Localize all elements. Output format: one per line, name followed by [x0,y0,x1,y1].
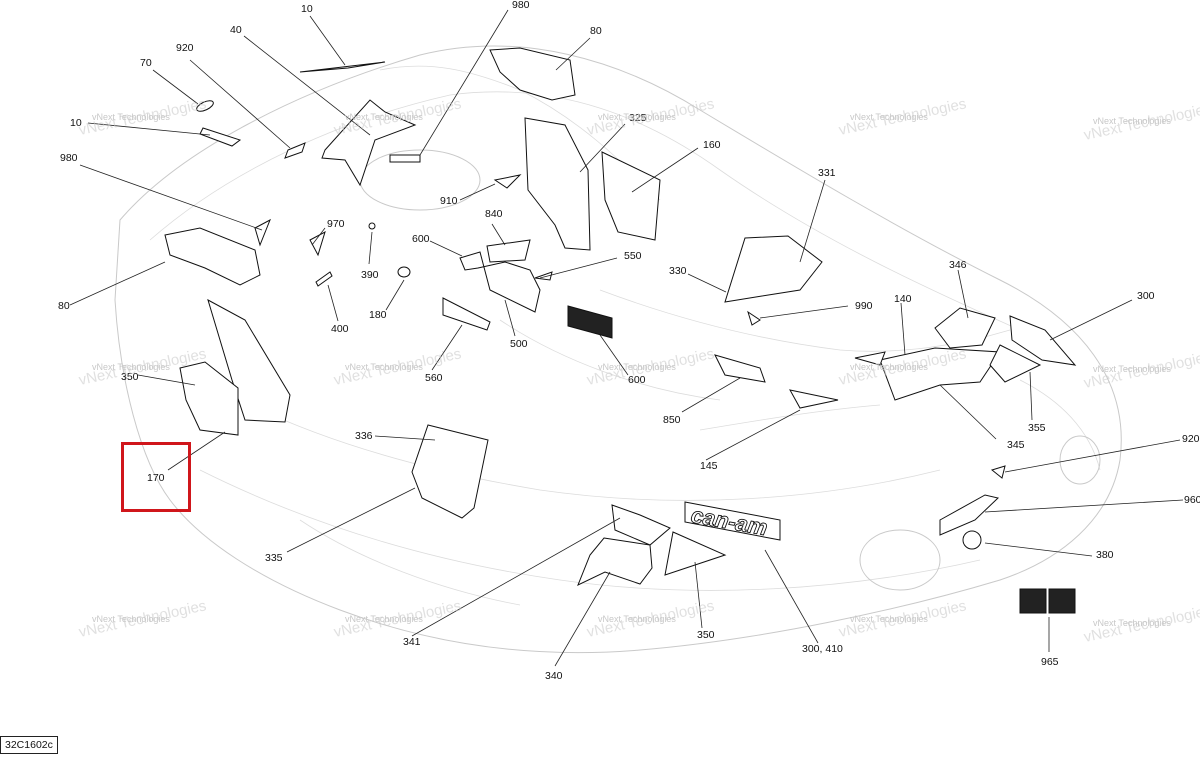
callout-180: 180 [369,309,387,321]
svg-text:vNext Technologies: vNext Technologies [1093,618,1171,628]
callout-labels: 10 980 80 920 40 70 10 325 160 980 331 9… [58,0,1200,682]
leader-lines [69,9,1184,667]
callout-331: 331 [818,167,836,179]
reference-code-label: 32C1602c [0,736,58,754]
svg-text:vNext Technologies: vNext Technologies [850,112,928,122]
vehicle-ghost-outline [114,45,1122,654]
callout-920-right: 920 [1182,433,1200,445]
callout-170: 170 [147,472,165,484]
callout-80-left: 80 [58,300,70,312]
svg-text:vNext Technologies: vNext Technologies [92,614,170,624]
callout-350-lower: 350 [697,629,715,641]
svg-text:vNext Technologies: vNext Technologies [1093,116,1171,126]
callout-140: 140 [894,293,912,305]
svg-text:vNext Technologies: vNext Technologies [850,362,928,372]
callout-920-left: 920 [176,42,194,54]
callout-500: 500 [510,338,528,350]
callout-840: 840 [485,208,503,220]
callout-600-upper: 600 [412,233,430,245]
callout-355: 355 [1028,422,1046,434]
highlight-box-170 [121,442,191,512]
callout-336: 336 [355,430,373,442]
callout-80-top: 80 [590,25,602,37]
callout-960: 960 [1184,494,1200,506]
callout-10-left: 10 [70,117,82,129]
callout-325: 325 [629,112,647,124]
callout-70: 70 [140,57,152,69]
callout-910: 910 [440,195,458,207]
callout-990: 990 [855,300,873,312]
callout-160: 160 [703,139,721,151]
callout-400: 400 [331,323,349,335]
callout-300-410: 300, 410 [802,643,843,655]
callout-380: 380 [1096,549,1114,561]
callout-341: 341 [403,636,421,648]
svg-text:vNext Technologies: vNext Technologies [345,362,423,372]
callout-970: 970 [327,218,345,230]
callout-300-right: 300 [1137,290,1155,302]
svg-text:vNext Technologies: vNext Technologies [598,362,676,372]
callout-10-top: 10 [301,3,313,15]
callout-390: 390 [361,269,379,281]
callout-980-left: 980 [60,152,78,164]
callout-345: 345 [1007,439,1025,451]
decal-shapes [164,47,1077,614]
can-am-logo: can-am [689,502,769,540]
callout-560: 560 [425,372,443,384]
callout-335: 335 [265,552,283,564]
svg-text:vNext Technologies: vNext Technologies [598,614,676,624]
svg-text:vNext Technologies: vNext Technologies [345,614,423,624]
callout-40: 40 [230,24,242,36]
svg-text:vNext Technologies: vNext Technologies [1093,364,1171,374]
callout-965: 965 [1041,656,1059,668]
svg-text:vNext Technologies: vNext Technologies [850,614,928,624]
callout-550: 550 [624,250,642,262]
svg-text:vNext Technologies: vNext Technologies [92,112,170,122]
callout-980-top: 980 [512,0,530,11]
callout-340: 340 [545,670,563,682]
svg-text:vNext Technologies: vNext Technologies [598,112,676,122]
callout-145: 145 [700,460,718,472]
callout-600-lower: 600 [628,374,646,386]
callout-350-left: 350 [121,371,139,383]
svg-text:vNext Technologies: vNext Technologies [345,112,423,122]
callout-346: 346 [949,259,967,271]
svg-text:vNext Technologies: vNext Technologies [92,362,170,372]
callout-850: 850 [663,414,681,426]
callout-330: 330 [669,265,687,277]
